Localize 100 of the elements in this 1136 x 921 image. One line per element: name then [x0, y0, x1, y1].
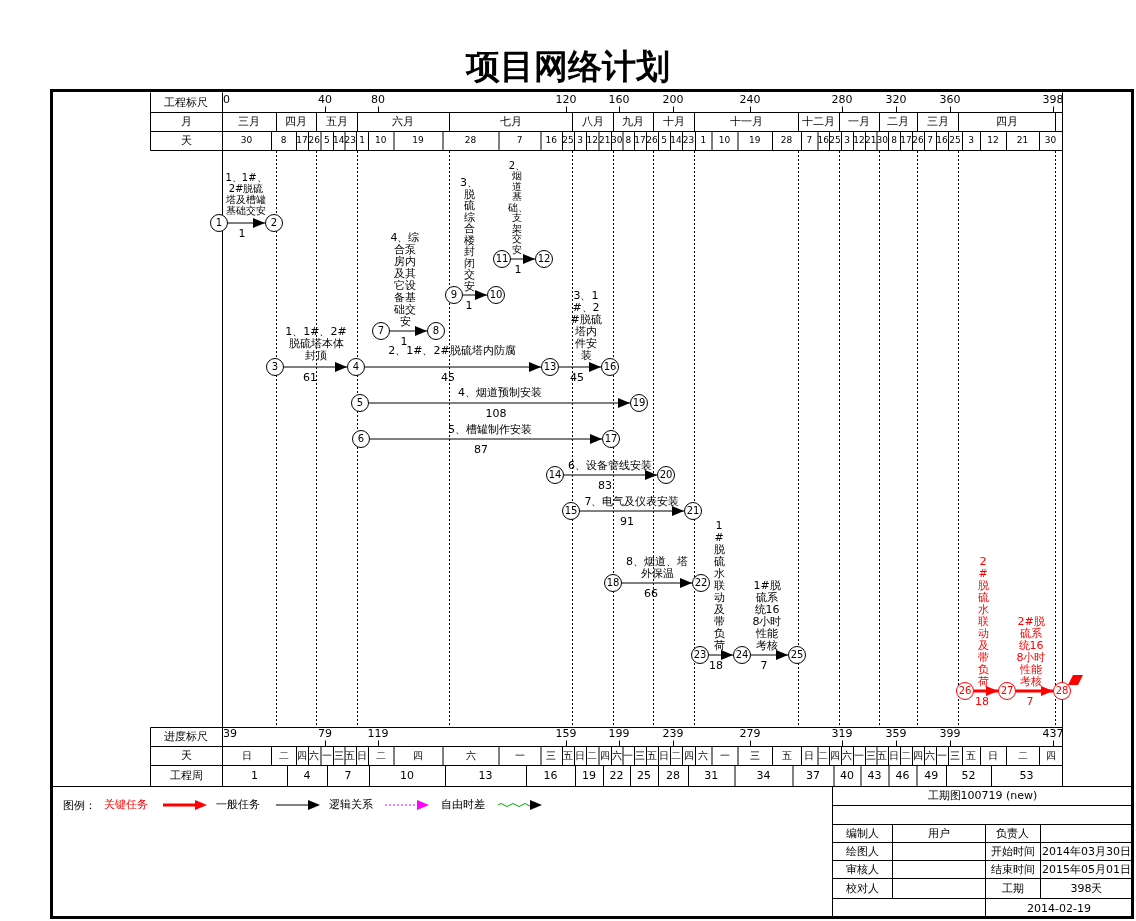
day-label: 7	[926, 134, 934, 147]
scale-label: 119	[366, 727, 390, 740]
month-label: 七月	[498, 114, 523, 130]
weekday-label: 五	[562, 748, 574, 763]
arrow	[283, 362, 348, 372]
weekday-label: 二	[277, 748, 290, 763]
day-label: 21	[598, 134, 611, 147]
scale-label: 80	[370, 93, 386, 106]
duration-label: 1	[399, 335, 408, 347]
arrow	[368, 398, 631, 408]
weekday-label: 三	[634, 748, 646, 763]
day-label: 26	[646, 134, 658, 147]
week-label: 31	[703, 768, 720, 784]
arrow	[1016, 686, 1053, 696]
weekday-label: 二	[900, 748, 912, 763]
month-label: 十月	[661, 114, 686, 130]
week-label: 49	[923, 768, 940, 784]
arrow	[579, 506, 685, 516]
day-label: 16	[817, 134, 829, 147]
day-label: 12	[853, 134, 865, 147]
field-label: 绘图人	[844, 843, 880, 860]
weekday-label: 日	[658, 748, 670, 763]
weekday-label: 一	[513, 748, 526, 763]
scale-label: 319	[830, 727, 854, 740]
legend-label: 关键任务	[104, 798, 148, 812]
weekday-label: 六	[611, 748, 623, 763]
weekday-label: 一	[853, 748, 865, 763]
field-label: 结束时间	[989, 861, 1036, 878]
week-label: 19	[581, 768, 597, 784]
duration-label: 18	[708, 659, 724, 671]
arrow	[369, 434, 603, 444]
duration-label: 1	[513, 263, 523, 275]
week-label: 25	[636, 768, 652, 784]
day-label: 19	[411, 134, 425, 147]
weekday-label: 二	[670, 748, 682, 763]
scale-label: 437	[1041, 727, 1065, 740]
task-label: 4、烟道预制安装	[457, 387, 543, 399]
scale-label: 360	[938, 93, 962, 106]
field-value: 2014-02-19	[1026, 900, 1092, 917]
weekday-label: 四	[912, 748, 924, 763]
day-label: 8	[624, 134, 633, 147]
arrow	[708, 650, 734, 660]
field-label: 校对人	[844, 880, 880, 897]
title-block-heading: 工期图100719 (new)	[926, 788, 1039, 804]
day-label: 23	[682, 134, 695, 147]
week-label: 10	[399, 768, 415, 784]
weekday-label: 五	[646, 748, 658, 763]
weekday-label: 四	[598, 748, 611, 763]
task-label: 1、1#、2#脱硫塔及槽罐基础交安	[225, 172, 267, 216]
row-header: 工程周	[168, 768, 204, 784]
weekday-label: 四	[829, 748, 841, 763]
day-label: 14	[333, 134, 345, 147]
week-label: 43	[866, 768, 883, 784]
field-value: 2015年05月01日	[1041, 861, 1132, 878]
weekday-label: 一	[936, 748, 948, 763]
week-label: 22	[608, 768, 625, 784]
weekday-label: 六	[464, 748, 477, 763]
legend-label: 一般任务	[216, 798, 260, 812]
scale-label: 240	[738, 93, 762, 106]
weekday-label: 日	[987, 748, 999, 763]
duration-label: 7	[1025, 695, 1035, 707]
arrow	[462, 290, 488, 300]
duration-label: 61	[302, 371, 318, 383]
week-label: 34	[755, 768, 772, 784]
task-label: 2#脱硫水联动及带负荷	[976, 556, 990, 688]
month-label: 八月	[580, 114, 605, 130]
day-label: 5	[322, 134, 331, 147]
weekday-label: 四	[412, 748, 424, 763]
weekday-label: 一	[622, 748, 634, 763]
day-label: 12	[586, 134, 599, 147]
month-label: 九月	[621, 114, 645, 130]
day-label: 23	[344, 134, 356, 147]
week-label: 13	[477, 768, 494, 784]
day-label: 7	[805, 134, 814, 147]
duration-label: 91	[619, 515, 635, 527]
arrow	[750, 650, 789, 660]
month-label: 十一月	[728, 114, 764, 130]
day-label: 30	[876, 134, 888, 147]
day-label: 10	[374, 134, 388, 147]
weekday-label: 一	[718, 748, 731, 763]
month-label: 三月	[925, 114, 950, 130]
task-label: 7、电气及仪表安装	[583, 496, 681, 508]
weekday-label: 二	[817, 748, 829, 763]
task-label: 1#脱硫水联动及带负荷	[712, 520, 726, 652]
scale-label: 0	[223, 93, 231, 106]
weekday-label: 五	[780, 748, 793, 763]
task-label: 4、综合泵房内及其它设备基础交安	[390, 232, 420, 328]
day-label: 28	[779, 134, 794, 147]
day-label: 30	[611, 134, 623, 147]
duration-label: 1	[464, 299, 474, 311]
month-label: 四月	[994, 114, 1019, 130]
weekday-label: 四	[682, 748, 695, 763]
day-label: 25	[562, 134, 574, 147]
weekday-label: 日	[803, 748, 816, 763]
row-header: 天	[179, 748, 193, 764]
month-label: 一月	[847, 114, 871, 130]
day-label: 1	[358, 134, 366, 147]
day-label: 3	[843, 134, 851, 147]
field-value: 2014年03月30日	[1041, 843, 1132, 860]
weekday-label: 四	[296, 748, 308, 763]
